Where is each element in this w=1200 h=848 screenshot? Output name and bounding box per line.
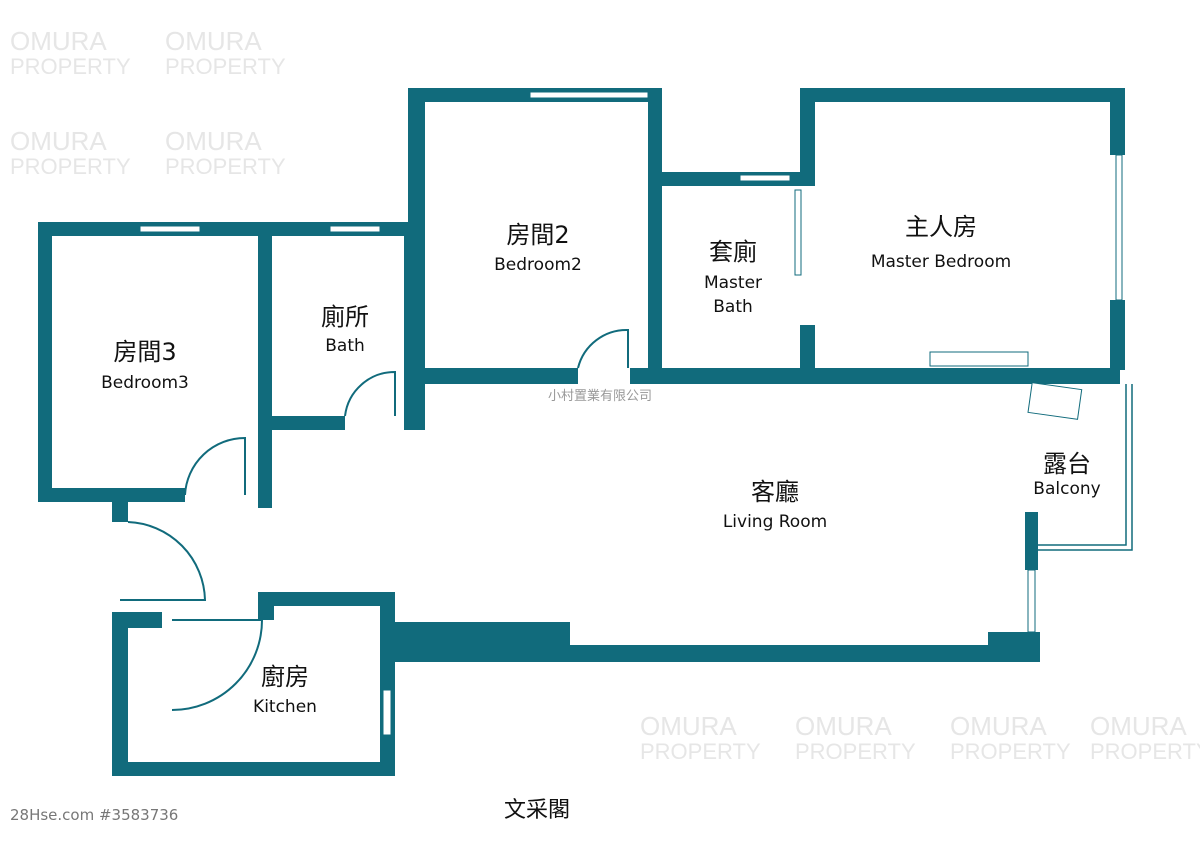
balcony-en: Balcony: [1033, 479, 1100, 499]
living-room-en: Living Room: [723, 512, 827, 532]
watermark-tile: OMURA: [640, 711, 737, 741]
watermark-tile: PROPERTY: [795, 739, 916, 764]
watermark-tile: PROPERTY: [950, 739, 1071, 764]
master-bath-cn: 套廁: [709, 238, 757, 266]
watermark-tile: PROPERTY: [1090, 739, 1200, 764]
watermark-tile: PROPERTY: [10, 54, 131, 79]
watermark-tile: OMURA: [795, 711, 892, 741]
estate-name: 文采閣: [504, 798, 570, 823]
bedroom2-cn: 房間2: [506, 221, 569, 249]
master-bedroom-cn: 主人房: [905, 213, 977, 241]
master-bedroom-en: Master Bedroom: [871, 252, 1011, 272]
walls: [38, 88, 1133, 776]
bedroom3-en: Bedroom3: [101, 373, 189, 393]
watermark-tile: PROPERTY: [165, 54, 286, 79]
watermark-tile: OMURA: [10, 26, 107, 56]
watermark-tile: PROPERTY: [10, 154, 131, 179]
room-labels: 房間3 Bedroom3 廁所 Bath 房間2 Bedroom2 套廁 Mas…: [101, 213, 1101, 717]
bath-cn: 廁所: [321, 303, 369, 331]
watermark-tile: OMURA: [165, 126, 262, 156]
bedroom3-cn: 房間3: [113, 338, 176, 366]
kitchen-en: Kitchen: [253, 697, 317, 717]
watermark-tile: OMURA: [165, 26, 262, 56]
watermark-grid: OMURAPROPERTYOMURAPROPERTYOMURAPROPERTYO…: [10, 26, 1200, 764]
bedroom2-en: Bedroom2: [494, 255, 582, 275]
listing-id: 28Hse.com #3583736: [10, 806, 178, 824]
watermark-tile: OMURA: [10, 126, 107, 156]
watermark-tile: PROPERTY: [640, 739, 761, 764]
company-name: 小村置業有限公司: [548, 388, 652, 404]
bath-en: Bath: [325, 336, 365, 356]
kitchen-cn: 廚房: [261, 663, 309, 691]
watermark-tile: PROPERTY: [165, 154, 286, 179]
master-bath-en2: Bath: [713, 297, 753, 317]
master-bath-en: Master: [704, 273, 762, 293]
watermark-tile: OMURA: [1090, 711, 1187, 741]
living-room-cn: 客廳: [751, 478, 799, 506]
balcony-cn: 露台: [1043, 450, 1091, 478]
watermark-tile: OMURA: [950, 711, 1047, 741]
